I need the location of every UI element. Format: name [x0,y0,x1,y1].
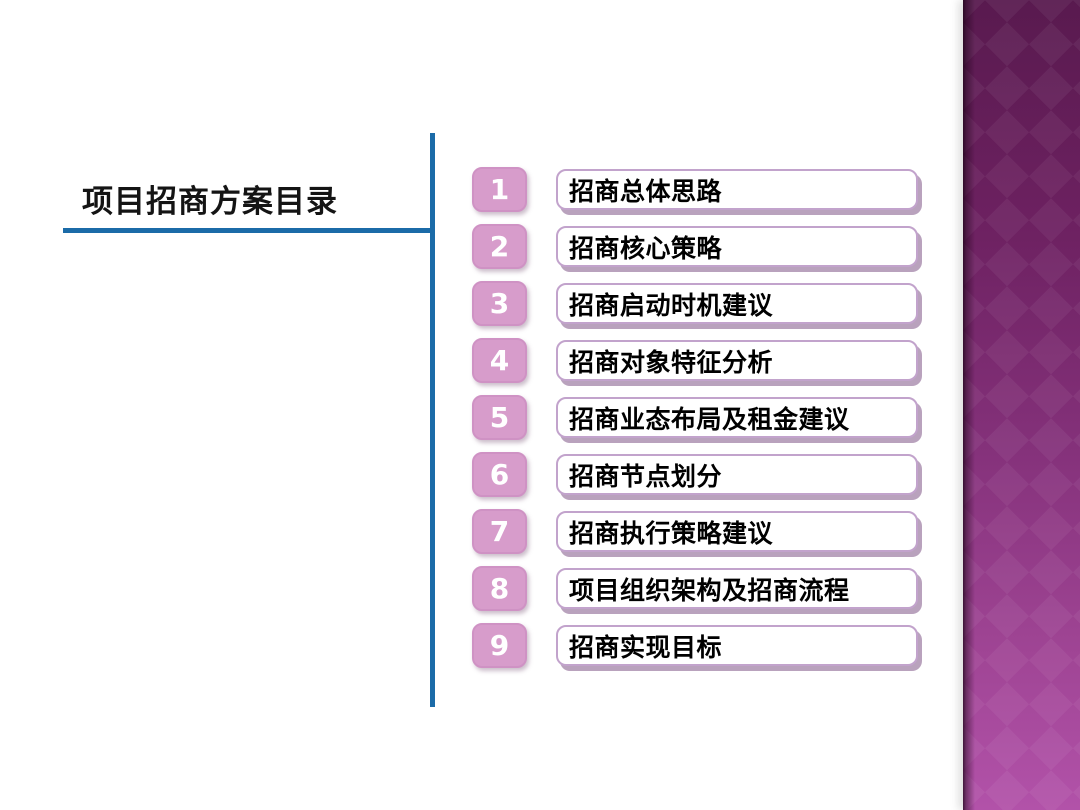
toc-number-badge: 8 [472,566,527,611]
toc-label-box: 招商总体思路 [556,169,918,210]
toc-row: 7 招商执行策略建议 [472,509,918,554]
toc-row: 3 招商启动时机建议 [472,281,918,326]
toc-label: 项目组织架构及招商流程 [569,575,850,605]
toc-label-box: 招商对象特征分析 [556,340,918,381]
toc-label: 招商节点划分 [569,461,723,491]
toc-row: 1 招商总体思路 [472,167,918,212]
toc-label-box: 招商执行策略建议 [556,511,918,552]
toc-row: 9 招商实现目标 [472,623,918,668]
title-underline [63,228,430,233]
toc-list: 1 招商总体思路 2 招商核心策略 3 招商启动时机建议 4 招商对象特征分析 … [472,167,918,668]
toc-row: 5 招商业态布局及租金建议 [472,395,918,440]
toc-label-box: 招商节点划分 [556,454,918,495]
toc-number-badge: 4 [472,338,527,383]
toc-number-badge: 2 [472,224,527,269]
toc-row: 2 招商核心策略 [472,224,918,269]
toc-label: 招商核心策略 [569,233,723,263]
toc-row: 4 招商对象特征分析 [472,338,918,383]
toc-label-box: 招商实现目标 [556,625,918,666]
toc-number-badge: 9 [472,623,527,668]
toc-number-badge: 5 [472,395,527,440]
toc-label-box: 招商启动时机建议 [556,283,918,324]
toc-number-badge: 6 [472,452,527,497]
toc-label: 招商对象特征分析 [569,347,774,377]
toc-label: 招商实现目标 [569,632,723,662]
toc-label: 招商业态布局及租金建议 [569,404,850,434]
toc-label-box: 招商核心策略 [556,226,918,267]
toc-number-badge: 1 [472,167,527,212]
toc-row: 8 项目组织架构及招商流程 [472,566,918,611]
toc-label: 招商执行策略建议 [569,518,774,548]
toc-number-badge: 7 [472,509,527,554]
decorative-sidebar [963,0,1080,810]
vertical-divider [430,133,435,707]
toc-number-badge: 3 [472,281,527,326]
toc-label: 招商启动时机建议 [569,290,774,320]
page-title: 项目招商方案目录 [82,184,338,220]
toc-label-box: 招商业态布局及租金建议 [556,397,918,438]
toc-row: 6 招商节点划分 [472,452,918,497]
toc-label: 招商总体思路 [569,176,723,206]
toc-label-box: 项目组织架构及招商流程 [556,568,918,609]
